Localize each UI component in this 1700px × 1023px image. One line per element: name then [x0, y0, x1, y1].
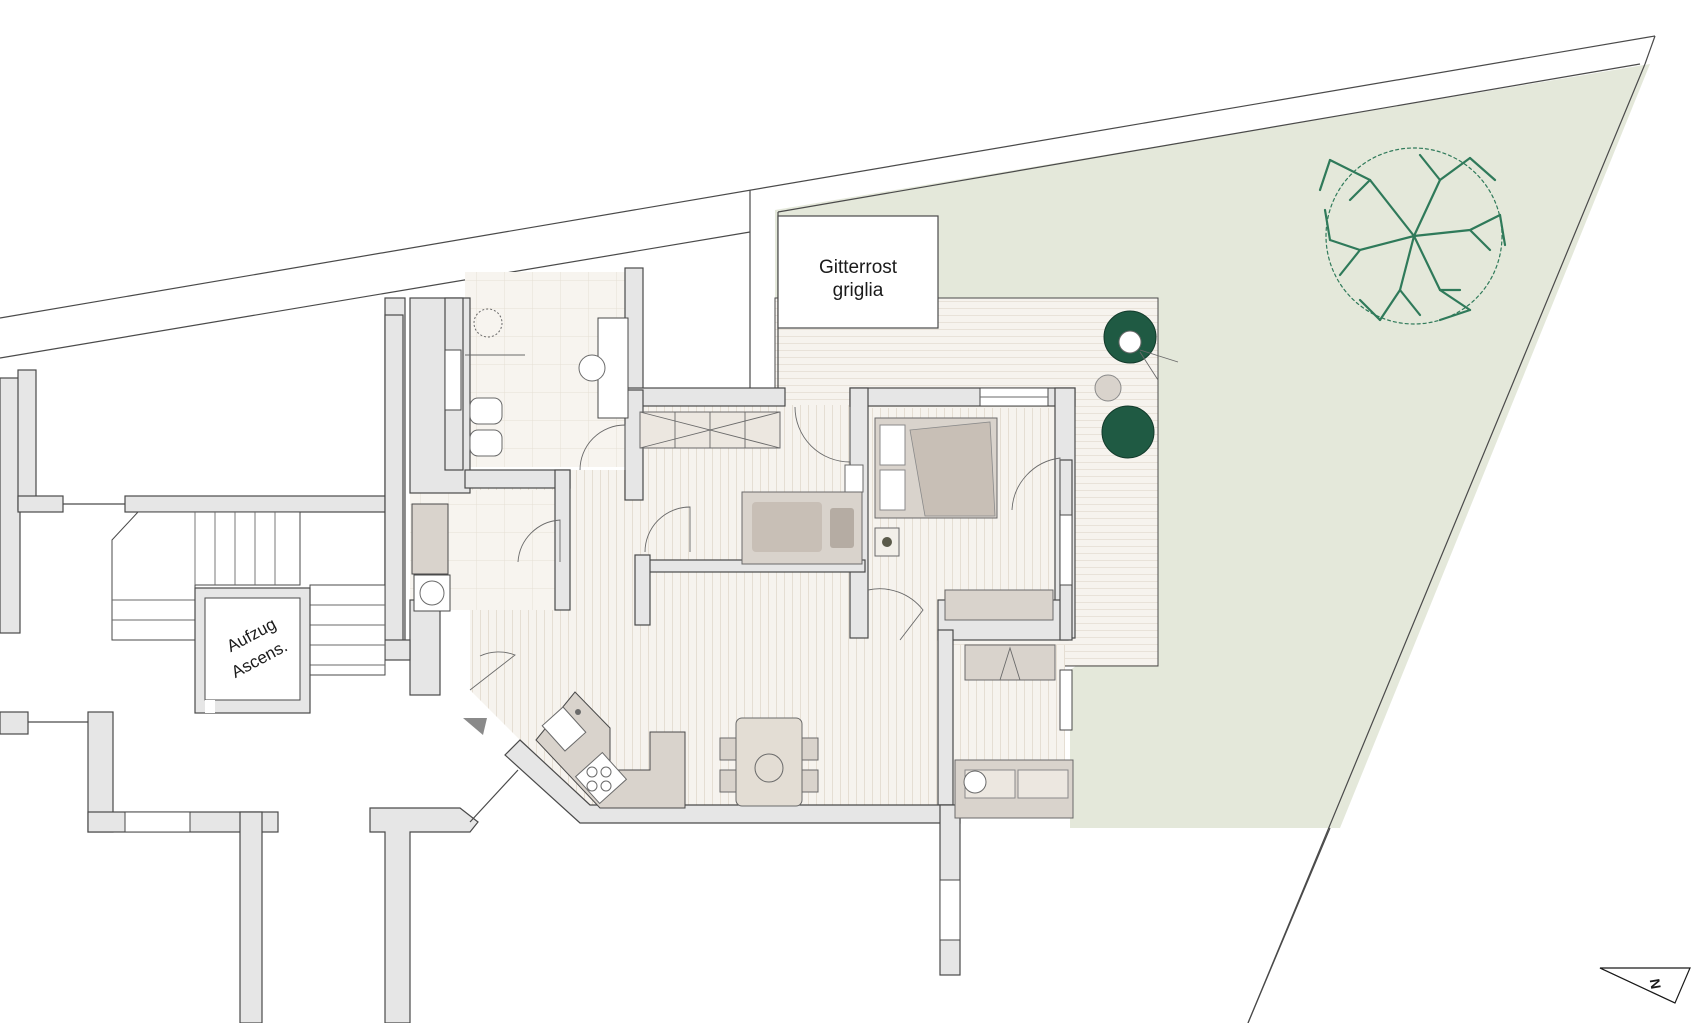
- laundry: [411, 503, 451, 612]
- table-icon: [735, 717, 803, 807]
- property-line-inner-right: [777, 63, 1641, 213]
- armchair-icon: [1101, 405, 1155, 459]
- terrace-furniture: [1094, 310, 1179, 459]
- staircase: [111, 511, 386, 676]
- kitchen: [535, 691, 686, 809]
- stove-icon: [574, 751, 628, 805]
- property-line-top: [0, 35, 1656, 319]
- person-icon: [578, 354, 606, 382]
- grating-label-de: Gitterrost: [819, 257, 898, 278]
- garden-area: [775, 64, 1650, 828]
- bidet-icon: [469, 429, 503, 457]
- washer-icon: [413, 574, 451, 612]
- north-arrow-icon: N: [1599, 967, 1691, 1004]
- person-icon: [1118, 330, 1142, 354]
- bedroom-furniture: [874, 417, 1056, 681]
- side-table: [1094, 374, 1122, 402]
- grating-box: [777, 215, 939, 329]
- sofa: [954, 759, 1074, 819]
- elevator: Aufzug Ascens.: [194, 587, 311, 714]
- doors: [469, 406, 1061, 691]
- bathroom-fixtures: [465, 308, 629, 457]
- dining-table: [719, 717, 819, 807]
- wardrobe: [944, 589, 1054, 621]
- sink-basin: [541, 706, 587, 752]
- north-label: N: [1646, 977, 1664, 990]
- property-line-inner: [0, 231, 751, 359]
- shower-icon: [473, 308, 503, 338]
- grating-label-it: griglia: [833, 280, 884, 301]
- tree-icon: [1318, 147, 1507, 325]
- entrance-marker: [463, 718, 487, 735]
- study-furniture: [639, 411, 864, 565]
- property-line-right: [1247, 63, 1646, 1023]
- toilet-icon: [469, 397, 503, 425]
